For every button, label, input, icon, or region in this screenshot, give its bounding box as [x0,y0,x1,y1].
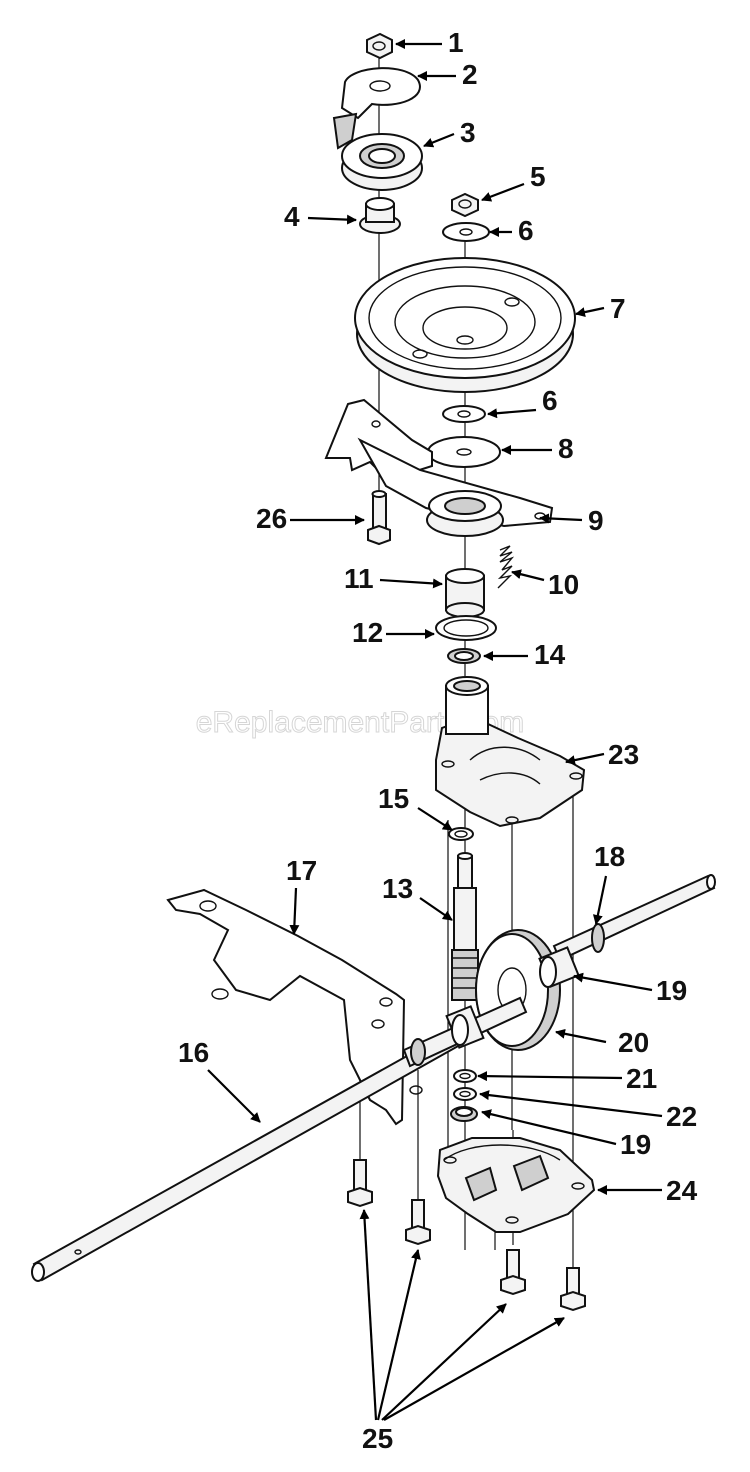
part-3-bearing [332,112,423,191]
callout-10: 10 [548,569,579,600]
part-18-shaft [552,874,716,962]
part-2-bracket [340,67,421,120]
bolt-1 [347,1159,373,1208]
part-17-bracket [166,888,423,1126]
callout-labels: 1 2 3 4 5 6 7 6 8 9 10 11 12 13 14 15 16… [178,27,698,1454]
part-21-washer [453,1069,477,1083]
callout-3: 3 [460,117,476,148]
part-14-ring [447,648,481,664]
callout-7: 7 [610,293,626,324]
bolt-2 [405,1199,431,1246]
callout-17: 17 [286,855,317,886]
gear-axle [402,996,528,1068]
part-13-shaft [451,852,479,1001]
part-7-pulley [354,257,576,393]
part-25-bolts [347,1159,586,1312]
part-20-gear [475,929,561,1051]
callout-24: 24 [666,1175,698,1206]
callout-15: 15 [378,783,409,814]
leader-lines [207,39,663,1421]
callout-25: 25 [362,1423,393,1454]
part-10-spring [497,545,515,589]
callout-26: 26 [256,503,287,534]
part-22-washer [453,1087,477,1101]
part-5-nut [451,192,479,218]
part-8-washer [427,436,501,468]
callout-19-lower: 19 [620,1129,651,1160]
callout-14: 14 [534,639,566,670]
part-26-bolt [367,490,391,546]
callout-6-upper: 6 [518,215,534,246]
bolt-3 [500,1249,526,1296]
callout-20: 20 [618,1027,649,1058]
callout-12: 12 [352,617,383,648]
callout-16: 16 [178,1037,209,1068]
callout-19-right: 19 [656,975,687,1006]
callout-9: 9 [588,505,604,536]
part-6-washer-upper [442,222,490,242]
part-24-lower-housing [436,1137,596,1233]
callout-18: 18 [594,841,625,872]
part-12-washer [435,615,497,641]
part-9-idler-arm [324,398,554,537]
callout-2: 2 [462,59,478,90]
callout-1: 1 [448,27,464,58]
part-19-bearing-lower [450,1106,478,1122]
callout-21: 21 [626,1063,657,1094]
callout-5: 5 [530,161,546,192]
part-19-bearing-right [538,946,580,988]
callout-13: 13 [382,873,413,904]
callout-6-lower: 6 [542,385,558,416]
part-6-washer-lower [442,405,486,423]
callout-23: 23 [608,739,639,770]
part-1-nut [366,32,393,60]
callout-8: 8 [558,433,574,464]
part-11-bushing [445,568,485,618]
part-23-upper-housing [435,676,586,828]
callout-4: 4 [284,201,300,232]
part-15-ring [448,827,474,841]
bolt-4 [560,1267,586,1312]
part-4-spacer [359,197,401,234]
callout-22: 22 [666,1101,697,1132]
callout-11: 11 [344,563,374,594]
